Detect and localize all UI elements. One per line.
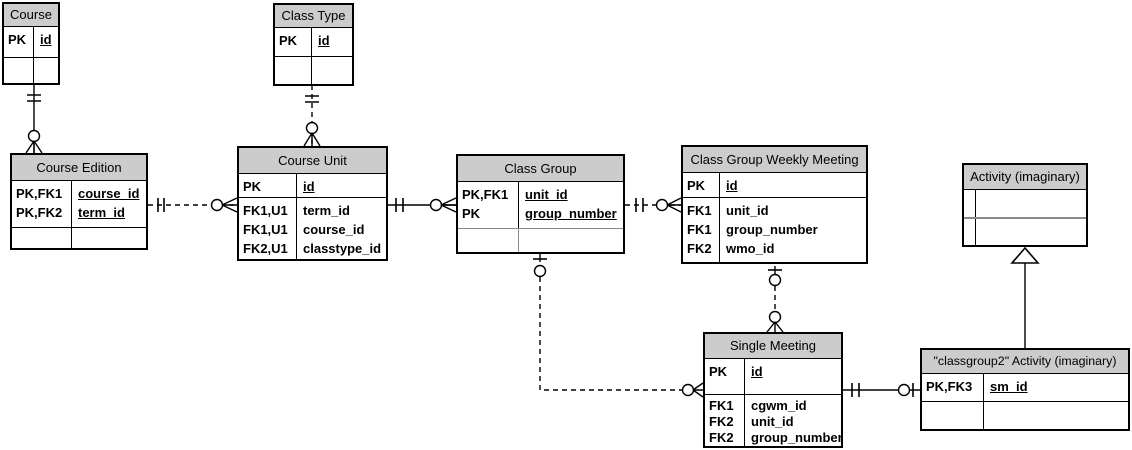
attribute-name: wmo_id — [726, 241, 775, 256]
entity-course-edition: Course Edition PK,FK1 PK,FK2 course_id t… — [10, 153, 148, 250]
attribute-name: id — [40, 32, 52, 47]
entity-course: Course PK id — [2, 2, 60, 85]
entity-header: Course Unit — [239, 148, 386, 174]
attribute-name: term_id — [78, 205, 125, 220]
attribute-name: cgwm_id — [751, 398, 807, 413]
empty-row — [12, 227, 146, 248]
attribute-name: sm_id — [990, 379, 1028, 394]
entity-header: Single Meeting — [705, 334, 841, 359]
key-label: PK,FK3 — [926, 379, 973, 394]
rel-course-edition-to-course-unit — [148, 197, 238, 213]
attribute-name: classtype_id — [303, 241, 382, 256]
rel-single-meeting-to-classgroup2-activity — [843, 383, 920, 397]
rel-class-group-to-cgwm — [625, 197, 682, 213]
key-label: FK2 — [709, 430, 734, 445]
rel-class-type-to-course-unit — [303, 85, 321, 147]
key-label: PK — [8, 32, 27, 47]
rel-course-to-course-edition — [25, 84, 43, 154]
rel-inheritance-activity — [1010, 246, 1040, 348]
attribute-name: unit_id — [726, 203, 769, 218]
entity-single-meeting: Single Meeting PK id FK1 FK2 FK2 cgwm_id… — [703, 332, 843, 448]
key-label: FK2 — [709, 414, 734, 429]
entity-header: Activity (imaginary) — [964, 165, 1086, 190]
empty-row — [964, 190, 1086, 217]
key-label: PK,FK2 — [16, 205, 63, 220]
attribute-name: group_number — [726, 222, 818, 237]
attribute-name: unit_id — [525, 187, 568, 202]
entity-header: Class Group — [458, 156, 623, 182]
rel-class-group-to-single-meeting — [533, 253, 704, 398]
inheritance-triangle-icon — [1010, 246, 1040, 264]
empty-row — [458, 228, 623, 252]
key-label: PK,FK1 — [16, 186, 63, 201]
key-label: FK1 — [687, 222, 712, 237]
attribute-name: course_id — [78, 186, 140, 201]
entity-class-type: Class Type PK id — [273, 3, 354, 86]
key-label: PK — [709, 364, 728, 379]
key-label: PK — [279, 33, 298, 48]
entity-classgroup2-activity: "classgroup2" Activity (imaginary) PK,FK… — [920, 348, 1130, 431]
key-label: FK2,U1 — [243, 241, 288, 256]
attribute-name: group_number — [525, 206, 617, 221]
entity-header: Course — [4, 4, 58, 27]
key-label: FK1,U1 — [243, 222, 288, 237]
attribute-name: group_number — [751, 430, 841, 445]
empty-row — [964, 217, 1086, 245]
key-label: FK2 — [687, 241, 712, 256]
key-label: FK1 — [709, 398, 734, 413]
key-label: PK — [243, 179, 262, 194]
entity-header: Course Edition — [12, 155, 146, 181]
attribute-name: id — [751, 364, 763, 379]
rel-course-unit-to-class-group — [388, 197, 457, 213]
rel-cgwm-to-single-meeting — [766, 266, 784, 333]
key-label: PK,FK1 — [462, 187, 509, 202]
entity-course-unit: Course Unit PK id FK1,U1 FK1,U1 FK2,U1 t… — [237, 146, 388, 261]
attribute-name: term_id — [303, 203, 350, 218]
empty-row — [275, 56, 352, 84]
entity-class-group: Class Group PK,FK1 PK unit_id group_numb… — [456, 154, 625, 254]
empty-row — [4, 57, 58, 83]
key-label: PK — [687, 178, 706, 193]
key-label: FK1 — [687, 203, 712, 218]
attribute-name: unit_id — [751, 414, 794, 429]
entity-class-group-weekly-meeting: Class Group Weekly Meeting PK id FK1 FK1… — [681, 145, 868, 264]
attribute-name: id — [726, 178, 738, 193]
entity-header: Class Group Weekly Meeting — [683, 147, 866, 173]
entity-activity-imaginary: Activity (imaginary) — [962, 163, 1088, 247]
entity-header: Class Type — [275, 5, 352, 28]
key-label: FK1,U1 — [243, 203, 288, 218]
empty-row — [922, 401, 1128, 429]
entity-header: "classgroup2" Activity (imaginary) — [922, 350, 1128, 374]
attribute-name: course_id — [303, 222, 365, 237]
attribute-name: id — [318, 33, 330, 48]
key-label: PK — [462, 206, 481, 221]
attribute-name: id — [303, 179, 315, 194]
